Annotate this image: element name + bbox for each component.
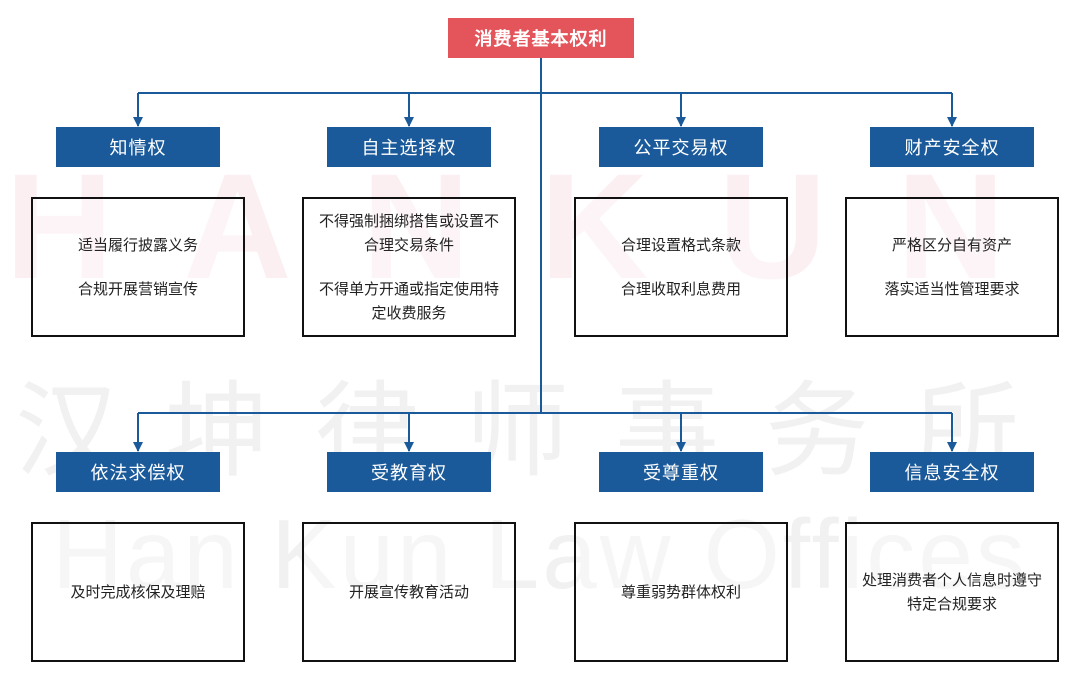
category-node: 公平交易权: [599, 127, 763, 167]
category-node: 受教育权: [327, 452, 491, 492]
category-node: 财产安全权: [870, 127, 1034, 167]
detail-item: 落实适当性管理要求: [884, 280, 1020, 298]
category-node: 受尊重权: [599, 452, 763, 492]
detail-item: 适当履行披露义务: [77, 236, 198, 254]
category-node: 信息安全权: [870, 452, 1034, 492]
detail-box: 开展宣传教育活动: [302, 522, 516, 662]
detail-box: 处理消费者个人信息时遵守特定合规要求: [845, 522, 1059, 662]
detail-box: 尊重弱势群体权利: [574, 522, 788, 662]
category-node: 自主选择权: [327, 127, 491, 167]
detail-item: 不得强制捆绑搭售或设置不合理交易条件: [318, 212, 499, 254]
detail-box: 及时完成核保及理赔: [31, 522, 245, 662]
root-node: 消费者基本权利: [448, 18, 634, 58]
detail-box: 适当履行披露义务 合规开展营销宣传: [31, 197, 245, 337]
detail-item: 处理消费者个人信息时遵守特定合规要求: [861, 571, 1042, 613]
detail-box: 不得强制捆绑搭售或设置不合理交易条件 不得单方开通或指定使用特定收费服务: [302, 197, 516, 337]
category-node: 知情权: [56, 127, 220, 167]
detail-item: 合理收取利息费用: [620, 280, 741, 298]
detail-item: 不得单方开通或指定使用特定收费服务: [318, 280, 499, 322]
detail-item: 合规开展营销宣传: [77, 280, 198, 298]
detail-box: 合理设置格式条款 合理收取利息费用: [574, 197, 788, 337]
detail-item: 严格区分自有资产: [891, 236, 1012, 254]
detail-item: 及时完成核保及理赔: [70, 583, 206, 601]
category-node: 依法求偿权: [56, 452, 220, 492]
detail-item: 合理设置格式条款: [620, 236, 741, 254]
detail-item: 开展宣传教育活动: [348, 583, 469, 601]
detail-box: 严格区分自有资产 落实适当性管理要求: [845, 197, 1059, 337]
detail-item: 尊重弱势群体权利: [620, 583, 741, 601]
